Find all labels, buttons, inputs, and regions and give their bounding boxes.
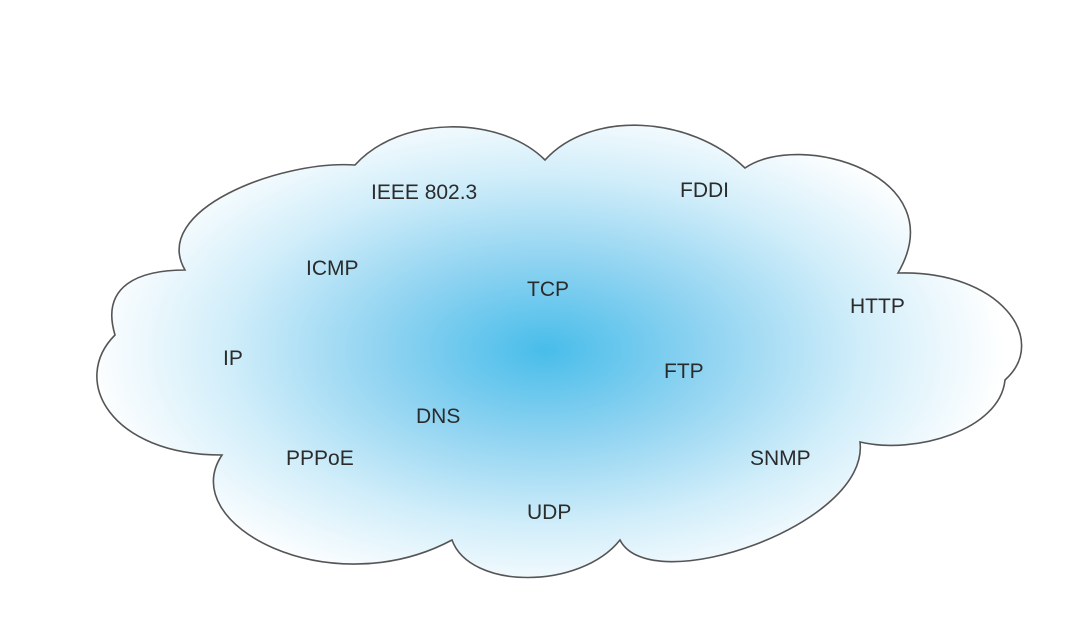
protocol-label-udp: UDP [527,501,572,524]
protocol-label-tcp: TCP [527,278,569,301]
protocol-label-icmp: ICMP [306,257,359,280]
protocol-label-snmp: SNMP [750,447,811,470]
cloud-outline [96,124,1023,579]
protocol-label-ip: IP [223,347,243,370]
protocol-label-dns: DNS [416,405,461,428]
protocol-label-fddi: FDDI [680,179,729,202]
protocol-label-pppoe: PPPoE [286,447,354,470]
protocol-label-ftp: FTP [664,360,704,383]
protocol-label-ieee-802-3: IEEE 802.3 [371,181,478,204]
protocol-label-http: HTTP [850,295,905,318]
